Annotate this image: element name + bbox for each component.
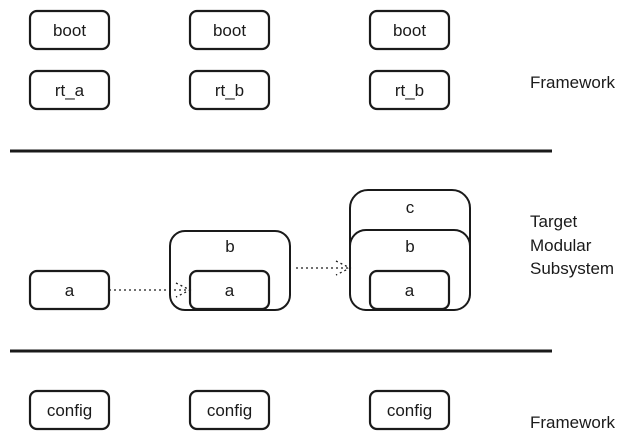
framework-top-label: Framework (530, 73, 616, 92)
framework-top: boot boot boot rt_a rt_b rt_b Framework (28, 9, 616, 111)
config-box-3 (368, 389, 451, 431)
arrow-a-to-b (109, 282, 192, 298)
boot-box-1 (28, 9, 111, 51)
rt-a-label: rt_a (55, 81, 85, 100)
module-c-label: c (406, 198, 415, 217)
rt-a-box (28, 69, 111, 111)
arrow-b-to-c (296, 260, 352, 276)
config-label-1: config (47, 401, 92, 420)
boot-label-2: boot (213, 21, 246, 40)
boot-label-3: boot (393, 21, 426, 40)
framework-bottom-label: Framework (530, 413, 616, 432)
target-label-line-2: Modular (530, 236, 592, 255)
target-subsystem: a b a c b a Target Modular Subsystem (28, 189, 614, 311)
config-label-3: config (387, 401, 432, 420)
framework-bottom: config config config Framework (28, 389, 616, 432)
rt-b-box-1 (188, 69, 271, 111)
config-label-2: config (207, 401, 252, 420)
boot-label-1: boot (53, 21, 86, 40)
module-b-label: b (225, 237, 234, 256)
module-b-inner-a-label: a (225, 281, 235, 300)
module-c-inner-b-label: b (405, 237, 414, 256)
config-box-2 (188, 389, 271, 431)
target-label-line-3: Subsystem (530, 259, 614, 278)
target-label-line-1: Target (530, 212, 578, 231)
rt-b-label-1: rt_b (215, 81, 244, 100)
boot-box-2 (188, 9, 271, 51)
module-c-inner-a-box (368, 269, 451, 311)
boot-box-3 (368, 9, 451, 51)
module-c-inner-a-label: a (405, 281, 415, 300)
config-box-1 (28, 389, 111, 431)
rt-b-label-2: rt_b (395, 81, 424, 100)
module-a-label: a (65, 281, 75, 300)
rt-b-box-2 (368, 69, 451, 111)
